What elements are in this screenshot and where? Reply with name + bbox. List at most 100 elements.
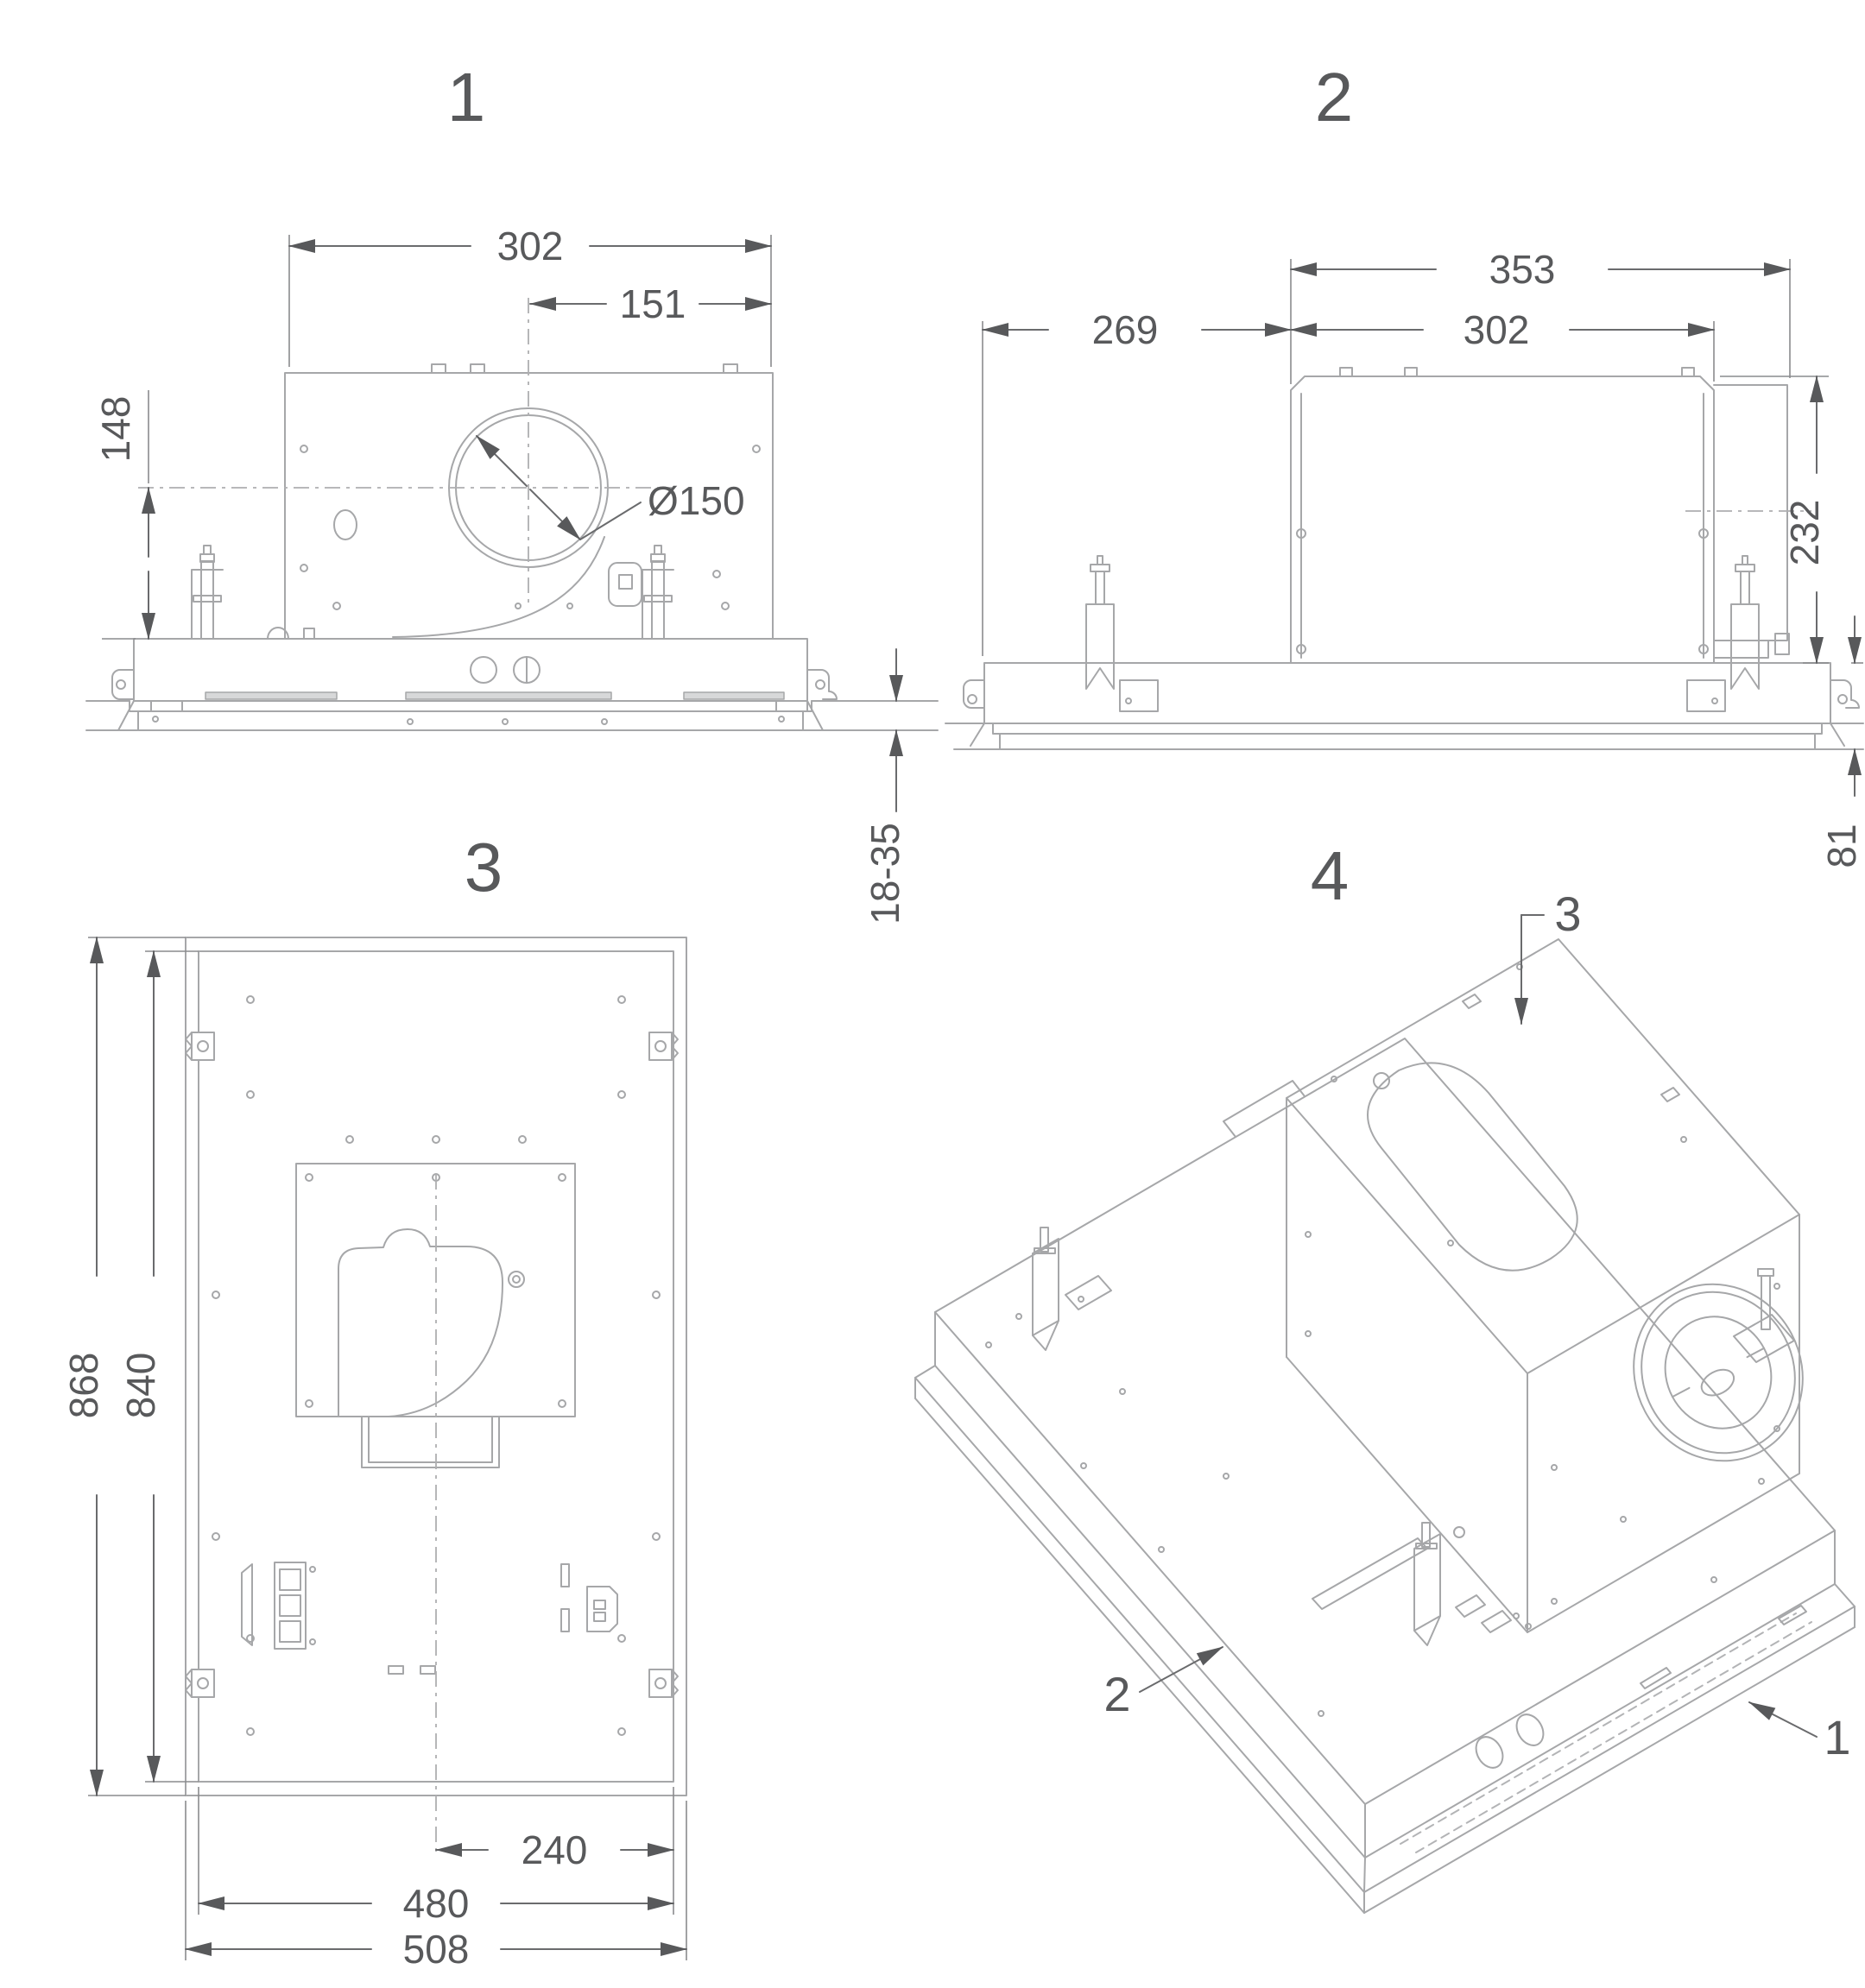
frame-tab-hole-right [1837,694,1848,704]
view-2-dimensions: 353 269 302 232 81 [982,247,1864,868]
frame-clip [303,628,315,640]
glass-lip [129,700,812,712]
motor-plate [295,1163,576,1417]
suspension-stud-left [191,545,224,640]
plate-pivot-screw-inner [512,1275,521,1284]
motor-box-side [1290,376,1715,664]
dim-269-label: 269 [1092,307,1159,352]
duct-spigot-step [1713,640,1769,659]
frame-tab-hole-left [116,679,126,690]
side-clip [1778,1605,1807,1625]
housing-top-tabs [431,363,738,374]
recess-tray-side [999,733,1816,750]
callout-3-label: 3 [1554,887,1581,941]
glass-lip-top-edge [914,1377,1856,1893]
corner-bracket-top-left [185,1032,215,1061]
dim-508-label: 508 [403,1927,470,1972]
motor-box-top-tabs [1339,367,1695,377]
lip-grille-hatch-2 [1400,1612,1797,1845]
corner-bracket-bottom-right [648,1669,679,1698]
side-slot [1640,1667,1672,1689]
connector-cluster [1455,1594,1532,1633]
frame-band-side [983,662,1831,724]
frame-end-tab-right [1830,679,1860,709]
motor-box-inner-edges [1300,393,1704,659]
duct-collar-inner [368,1416,493,1463]
dim-480-label: 480 [403,1881,470,1926]
view-2-geometry [945,367,1864,750]
scroll-ear-hole [1373,1072,1390,1089]
callout-1-label: 1 [1824,1710,1850,1764]
view-2-title: 2 [1315,59,1354,136]
blower-elbow-cutout [338,1228,503,1417]
view-3-geometry [185,937,687,1796]
frame-tab-hole-right [815,679,825,690]
frame-end-tab-left [111,669,135,700]
duct-collar-iso [1633,1283,1804,1462]
motor-box-verticals [1286,1097,1800,1633]
blower-scroll-curve [392,536,605,638]
view-1-geometry [85,363,939,731]
slab-screw-dots [985,1313,1765,1717]
lip-screw-holes [152,716,785,725]
chassis-screw-holes [212,995,661,1736]
recess-tray [137,710,804,731]
chassis-outline [198,950,674,1783]
corner-bracket-bottom-left [185,1669,215,1698]
dim-840-label: 840 [118,1353,163,1419]
dim-81-label: 81 [1819,824,1864,868]
spring-clips [1296,528,1709,654]
mounting-bracket-right [1686,555,1760,712]
dim-302-label: 302 [497,224,564,268]
glass-lip-verticals [914,1377,1856,1914]
frame-skirts [970,723,1845,747]
cable-gland-left [470,656,497,684]
grille-strip-right [683,691,785,700]
view-1-dimensions: 302 151 148 Ø150 18-35 [93,224,907,925]
duct-spigot-side [1713,384,1788,641]
motor-box-top [1286,938,1800,1374]
spigot-clip [1774,633,1790,655]
lip-grille-hatch-1 [1415,1621,1812,1853]
view-4-callouts: 3 2 1 [1103,887,1850,1764]
motor-box-tabs [1462,994,1680,1102]
dim-868-label: 868 [61,1353,106,1419]
dim-18-35-label: 18-35 [863,823,907,925]
box-face-hole [1453,1526,1465,1538]
view-2-side-elevation: 2 [945,59,1864,868]
frame-end-tab-right [806,669,838,700]
grille-strip-center [405,691,612,700]
dim-232-label: 232 [1782,500,1827,566]
duct-collar [361,1416,500,1468]
dim-240-label: 240 [522,1827,588,1872]
callout-2-label: 2 [1103,1667,1130,1721]
iso-stud-right [1733,1268,1795,1363]
vent-slot-2 [560,1608,570,1632]
iso-bracket-far-left [1032,1227,1112,1351]
dim-151-label: 151 [620,281,686,326]
vent-slot-1 [560,1563,570,1587]
keyhole-slot [608,562,642,607]
clip-right [420,1665,436,1675]
glass-lip-connectors [914,1365,1856,1893]
power-connector [586,1586,618,1632]
dim-diameter-label: Ø150 [648,478,745,523]
view-3-plan-view: 3 [61,829,687,1972]
view-1-front-elevation: 1 [85,59,939,925]
frame-skirts [117,700,824,731]
housing-screw-holes [300,445,761,610]
scroll-cutline [1367,1062,1578,1272]
gasket-blade [241,1563,253,1646]
iso-bracket-near-center [1312,1522,1441,1646]
frame-bump [267,627,289,640]
housing-oval-hole [333,509,357,540]
base-slab-bottom-edges [934,1365,1836,1859]
frame-hooks [150,700,808,712]
clip-left [388,1665,404,1675]
motor-box-bottom-edges [1286,1356,1800,1633]
base-slab-sides [934,1311,1836,1859]
dim-148-label: 148 [93,396,138,463]
frame-tab-hole-left [967,694,977,704]
view-1-title: 1 [447,59,486,136]
